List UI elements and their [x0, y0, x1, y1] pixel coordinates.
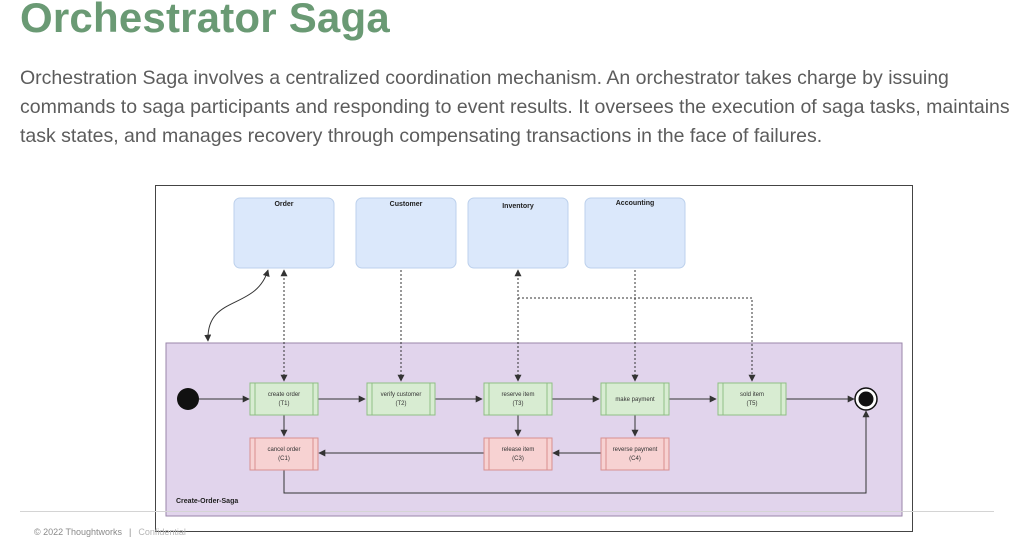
svg-text:make payment: make payment — [615, 397, 655, 403]
service-label: Order — [274, 201, 293, 208]
service-inventory: Inventory — [467, 197, 569, 269]
footer-confidential: Confidential — [138, 527, 186, 537]
svg-text:release item(C3): release item (C3) — [502, 447, 535, 462]
start-node — [177, 388, 199, 410]
compensation-reverse-payment: reverse payment (C4) — [600, 437, 670, 471]
compensation-name: reverse payment — [613, 447, 658, 453]
footer-copyright: © 2022 Thoughtworks — [34, 527, 123, 537]
compensation-name: cancel order — [267, 447, 300, 453]
service-label: Accounting — [616, 200, 655, 207]
step-name: make payment — [615, 397, 655, 403]
service-accounting: Accounting — [584, 197, 686, 269]
saga-diagram-canvas: Create-Order-Saga Order Customer Invento… — [165, 197, 903, 517]
step-code: (T2) — [396, 401, 407, 407]
svg-text:sold item(T5): sold item (T5) — [740, 392, 764, 407]
step-name: create order — [268, 392, 300, 398]
compensation-code: (C3) — [512, 456, 524, 462]
step-name: sold item — [740, 392, 764, 398]
step-create-order: create order (T1) — [249, 382, 319, 416]
slide-description: Orchestration Saga involves a centralize… — [20, 67, 1010, 147]
slide-title: Orchestrator Saga — [20, 0, 390, 41]
compensation-name: release item — [502, 447, 535, 453]
compensation-cancel-order: cancel order (C1) — [249, 437, 319, 471]
service-label: Inventory — [502, 203, 534, 210]
service-order: Order — [233, 197, 335, 269]
step-code: (T5) — [747, 401, 758, 407]
saga-diagram: Create-Order-Saga Order Customer Invento… — [155, 185, 913, 532]
footer-divider — [20, 511, 994, 512]
step-code: (T3) — [513, 401, 524, 407]
connector-inventory-sold — [518, 297, 756, 382]
saga-label: Create-Order-Saga — [176, 498, 238, 505]
step-make-payment: make payment — [600, 382, 670, 416]
svg-text:create order(T1): create order (T1) — [268, 392, 300, 407]
step-name: verify customer — [381, 392, 422, 398]
compensation-release-item: release item (C3) — [483, 437, 553, 471]
step-name: reserve item — [501, 392, 534, 398]
step-code: (T1) — [279, 401, 290, 407]
saga-container — [165, 342, 903, 517]
orchestrator-link — [204, 269, 270, 342]
svg-text:verify customer(T2): verify customer (T2) — [381, 392, 422, 407]
service-customer: Customer — [355, 197, 457, 269]
step-sold-item: sold item (T5) — [717, 382, 787, 416]
svg-text:reverse payment(C4): reverse payment (C4) — [613, 447, 658, 462]
footer: © 2022 Thoughtworks | Confidential — [34, 527, 186, 537]
service-connectors — [280, 269, 756, 382]
end-node — [854, 387, 878, 411]
svg-text:reserve item(T3): reserve item (T3) — [501, 392, 534, 407]
compensation-code: (C1) — [278, 456, 290, 462]
flow-arrows — [199, 395, 870, 494]
step-reserve-item: reserve item (T3) — [483, 382, 553, 416]
service-label: Customer — [390, 201, 423, 208]
svg-text:cancel order(C1): cancel order (C1) — [267, 447, 300, 462]
compensation-code: (C4) — [629, 456, 641, 462]
step-verify-customer: verify customer (T2) — [366, 382, 436, 416]
footer-separator: | — [129, 527, 132, 537]
